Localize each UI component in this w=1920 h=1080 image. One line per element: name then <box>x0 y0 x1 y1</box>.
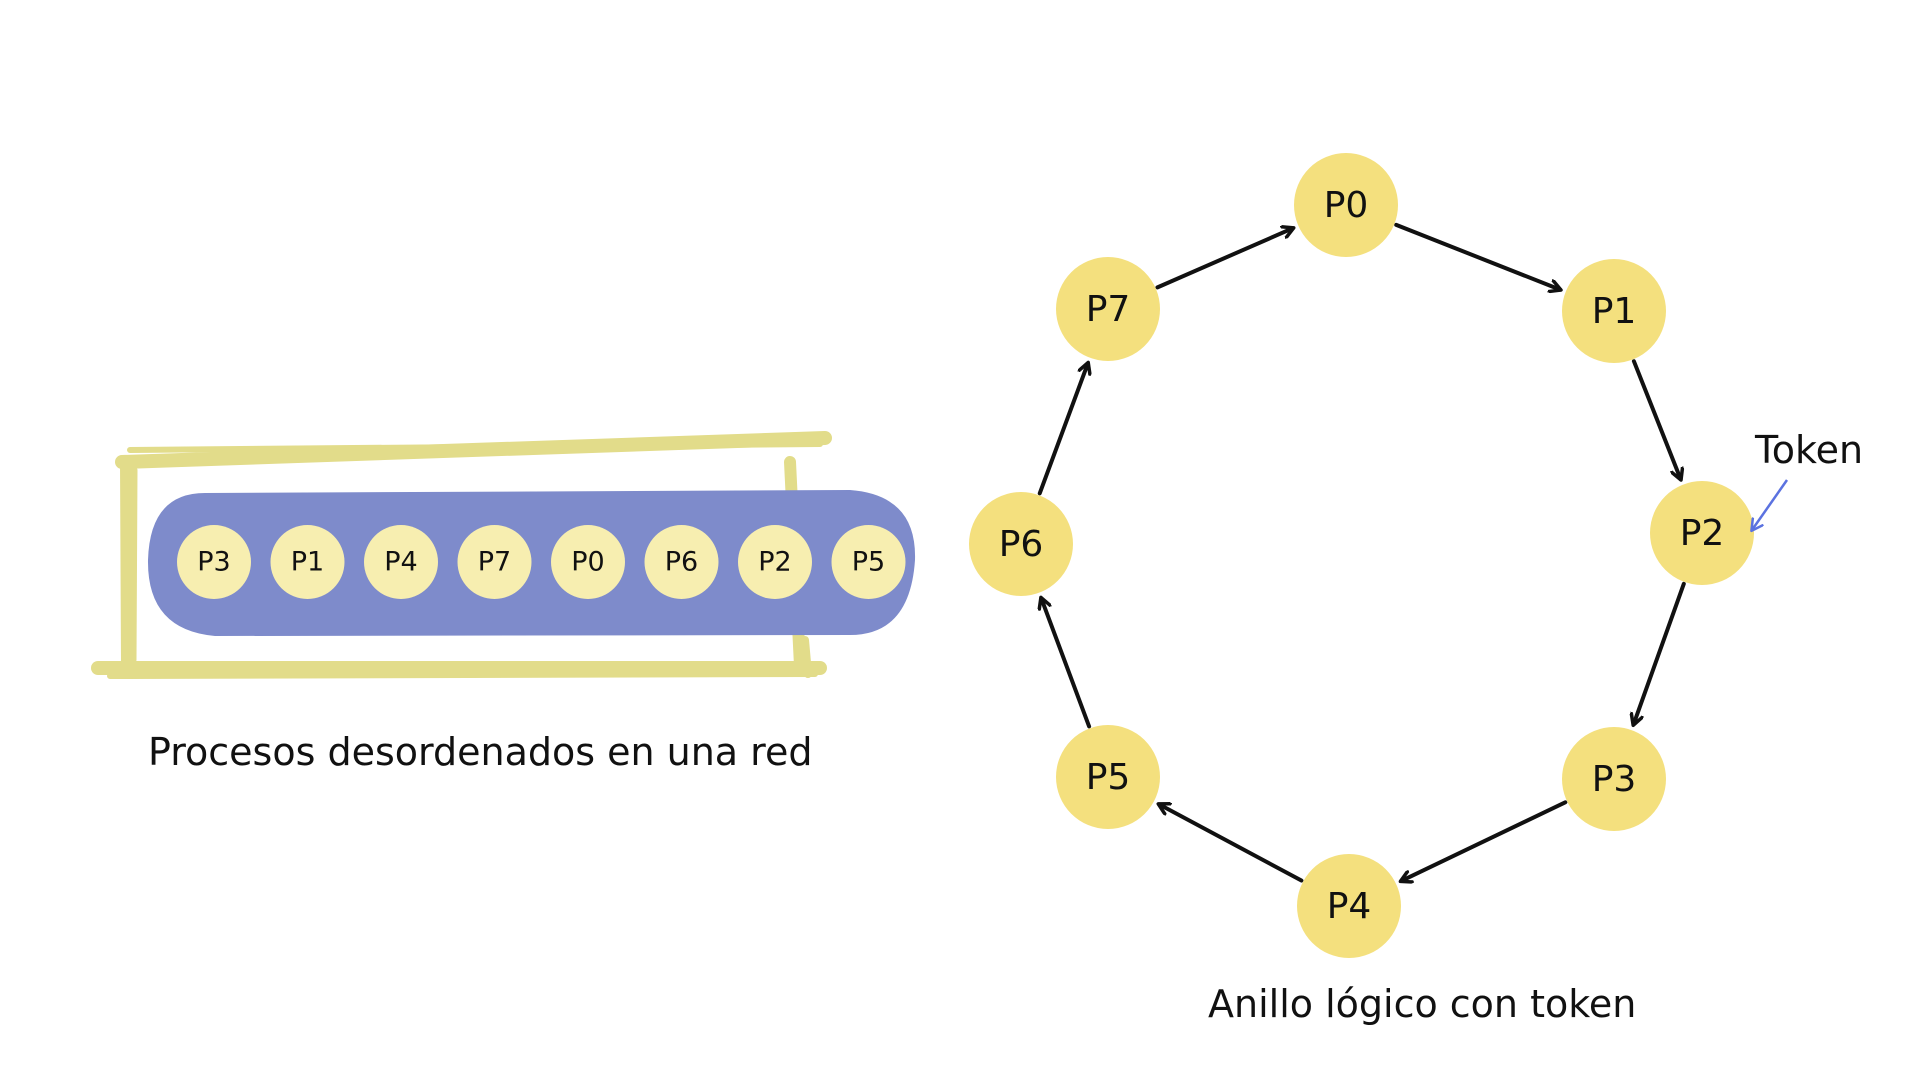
unordered-process-list: P3 P1 P4 P7 P0 P6 P2 P5 <box>177 525 906 599</box>
ring-node-label: P4 <box>1327 886 1372 927</box>
process-label: P4 <box>384 547 417 578</box>
ring-node-circle <box>1562 727 1666 831</box>
process-circle <box>364 525 438 599</box>
process-label: P1 <box>291 547 324 578</box>
process-label: P5 <box>852 547 885 578</box>
ring-node-p3: P3 <box>1562 727 1666 831</box>
process-node-p0: P0 <box>551 525 625 599</box>
ring-edges <box>1037 222 1686 883</box>
process-circle <box>831 525 906 599</box>
ring-edge-p0-to-p1 <box>1394 222 1560 290</box>
ring-node-label: P2 <box>1680 513 1725 554</box>
process-circle <box>551 525 625 599</box>
ring-node-label: P0 <box>1324 185 1369 226</box>
token-arrow <box>1752 479 1789 530</box>
process-label: P0 <box>571 547 604 578</box>
process-circle <box>270 525 345 599</box>
ring-edge-p6-to-p7 <box>1037 363 1088 496</box>
ring-node-circle <box>1056 725 1160 829</box>
ring-node-p0: P0 <box>1294 153 1398 257</box>
ring-node-p6: P6 <box>969 492 1073 596</box>
process-node-p6: P6 <box>644 525 719 599</box>
left-caption: Procesos desordenados en una red <box>148 730 813 774</box>
process-node-p1: P1 <box>270 525 345 599</box>
ring-node-label: P6 <box>999 524 1044 565</box>
process-label: P3 <box>197 547 230 578</box>
ring-node-circle <box>969 492 1073 596</box>
ring-edge-p1-to-p2 <box>1631 359 1681 479</box>
ring-edge-p2-to-p3 <box>1634 581 1686 725</box>
process-node-p2: P2 <box>738 525 812 599</box>
ring-node-circle <box>1562 259 1666 363</box>
ring-node-p1: P1 <box>1562 259 1666 363</box>
ring-edge-p3-to-p4 <box>1401 800 1568 881</box>
ring-node-label: P5 <box>1086 757 1131 798</box>
ring-node-circle <box>1294 153 1398 257</box>
process-circle <box>457 525 532 599</box>
process-node-p5: P5 <box>831 525 906 599</box>
network-pill <box>147 490 916 636</box>
process-label: P6 <box>665 547 698 578</box>
ring-node-label: P1 <box>1592 291 1637 332</box>
right-caption: Anillo lógico con token <box>1208 982 1637 1026</box>
ring-node-label: P7 <box>1086 289 1131 330</box>
ring-edge-p5-to-p6 <box>1041 598 1092 729</box>
process-circle <box>644 525 719 599</box>
process-circle <box>738 525 812 599</box>
ring-node-circle <box>1056 257 1160 361</box>
process-node-p7: P7 <box>457 525 532 599</box>
token-label: Token <box>1755 428 1864 472</box>
ring-node-p5: P5 <box>1056 725 1160 829</box>
ring-node-circle <box>1650 481 1754 585</box>
process-label: P7 <box>478 547 511 578</box>
process-node-p3: P3 <box>177 525 251 599</box>
ring-edge-p7-to-p0 <box>1155 228 1292 290</box>
ring-edge-p4-to-p5 <box>1159 804 1304 883</box>
ring-node-p2: P2 <box>1650 481 1754 585</box>
process-label: P2 <box>758 547 791 578</box>
process-node-p4: P4 <box>364 525 438 599</box>
ring-node-circle <box>1297 854 1401 958</box>
ring-node-label: P3 <box>1592 759 1637 800</box>
ring-node-p4: P4 <box>1297 854 1401 958</box>
process-circle <box>177 525 251 599</box>
ring-node-p7: P7 <box>1056 257 1160 361</box>
